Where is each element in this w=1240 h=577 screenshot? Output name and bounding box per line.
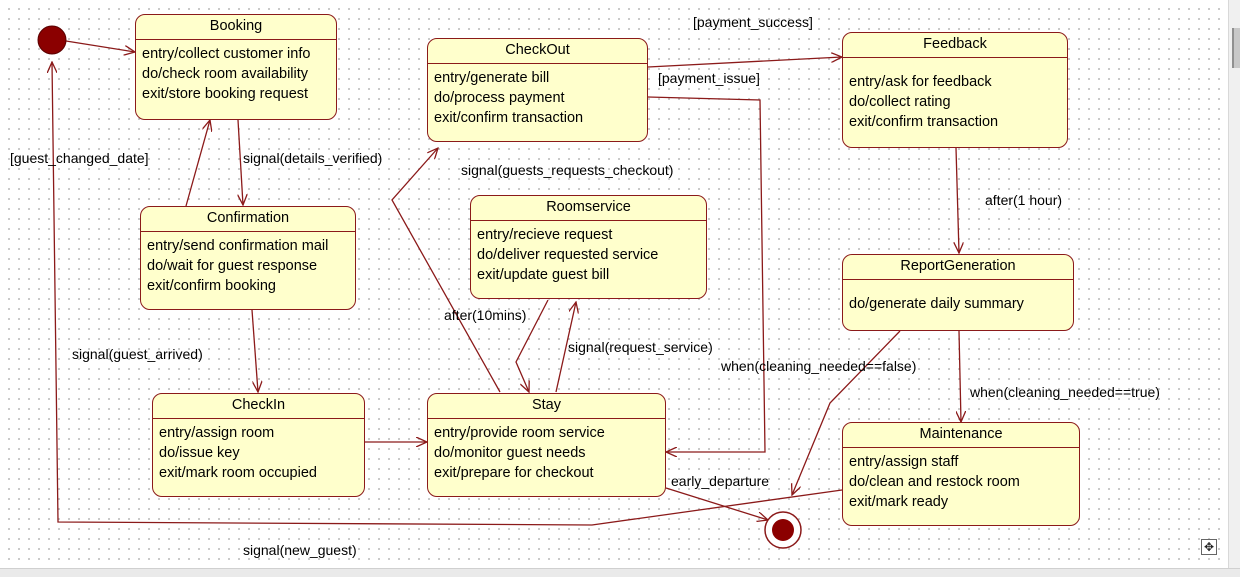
state-feedback[interactable]: Feedback entry/ask for feedback do/colle…	[842, 32, 1068, 148]
state-name: CheckIn	[153, 394, 364, 419]
vertical-scrollbar[interactable]	[1228, 0, 1240, 576]
state-activities: do/generate daily summary	[843, 280, 1073, 314]
state-activities: entry/assign room do/issue key exit/mark…	[153, 419, 364, 483]
move-icon[interactable]: ✥	[1201, 539, 1217, 555]
edge-stay-roomservice	[555, 302, 576, 393]
state-activities: entry/collect customer info do/check roo…	[136, 40, 336, 104]
label-guest-arrived[interactable]: signal(guest_arrived)	[72, 346, 203, 362]
activity: do/process payment	[434, 90, 565, 106]
label-request-service[interactable]: signal(request_service)	[568, 339, 713, 355]
label-guest-changed-date[interactable]: [guest_changed_date]	[10, 150, 149, 166]
state-activities: entry/provide room service do/monitor gu…	[428, 419, 665, 483]
activity: exit/mark room occupied	[159, 465, 317, 481]
label-after-10mins[interactable]: after(10mins)	[444, 307, 527, 323]
activity: entry/recieve request	[477, 227, 613, 243]
activity: exit/prepare for checkout	[434, 465, 594, 481]
label-cleaning-false[interactable]: when(cleaning_needed==false)	[721, 358, 917, 374]
label-payment-issue[interactable]: [payment_issue]	[658, 70, 760, 86]
edge-stay-final	[665, 487, 768, 520]
state-name: Booking	[136, 15, 336, 40]
edge-confirmation-booking	[185, 120, 210, 207]
label-details-verified[interactable]: signal(details_verified)	[243, 150, 383, 166]
state-maintenance[interactable]: Maintenance entry/assign staff do/clean …	[842, 422, 1080, 526]
edge-maintenance-initial	[52, 62, 843, 526]
label-payment-success[interactable]: [payment_success]	[693, 14, 813, 30]
activity: do/check room availability	[142, 66, 309, 82]
activity: entry/assign room	[159, 425, 275, 441]
activity: do/issue key	[159, 445, 240, 461]
edge-roomservice-stay	[515, 299, 549, 392]
horizontal-scrollbar[interactable]	[0, 568, 1240, 577]
scrollbar-thumb[interactable]	[1232, 28, 1240, 68]
label-guests-requests-checkout[interactable]: signal(guests_requests_checkout)	[461, 162, 674, 178]
edge-initial-booking	[65, 40, 135, 52]
state-activities: entry/send confirmation mail do/wait for…	[141, 232, 355, 296]
edge-checkout-feedback	[647, 57, 842, 68]
state-name: ReportGeneration	[843, 255, 1073, 280]
activity: exit/update guest bill	[477, 267, 610, 283]
activity: exit/confirm transaction	[434, 110, 584, 126]
activity: entry/ask for feedback	[849, 74, 992, 90]
activity: do/wait for guest response	[147, 258, 318, 274]
state-reportgeneration[interactable]: ReportGeneration do/generate daily summa…	[842, 254, 1074, 331]
edge-report-maintenance	[959, 330, 961, 422]
state-name: Stay	[428, 394, 665, 419]
activity: entry/collect customer info	[142, 46, 311, 62]
final-state-core	[772, 519, 794, 541]
label-new-guest[interactable]: signal(new_guest)	[243, 542, 357, 558]
state-name: Maintenance	[843, 423, 1079, 448]
label-early-departure[interactable]: early_departure	[671, 473, 770, 489]
state-activities: entry/recieve request do/deliver request…	[471, 221, 706, 285]
state-name: Confirmation	[141, 207, 355, 232]
label-cleaning-true[interactable]: when(cleaning_needed==true)	[970, 384, 1160, 400]
activity: do/collect rating	[849, 94, 951, 110]
state-confirmation[interactable]: Confirmation entry/send confirmation mai…	[140, 206, 356, 310]
activity: entry/send confirmation mail	[147, 238, 329, 254]
activity: do/clean and restock room	[849, 474, 1020, 490]
activity: do/generate daily summary	[849, 296, 1024, 312]
activity: entry/generate bill	[434, 70, 550, 86]
activity: entry/assign staff	[849, 454, 959, 470]
state-activities: entry/assign staff do/clean and restock …	[843, 448, 1079, 512]
initial-state	[37, 25, 67, 55]
state-stay[interactable]: Stay entry/provide room service do/monit…	[427, 393, 666, 497]
transition-edges	[37, 25, 1228, 549]
activity: do/deliver requested service	[477, 247, 659, 263]
state-checkin[interactable]: CheckIn entry/assign room do/issue key e…	[152, 393, 365, 497]
state-name: CheckOut	[428, 39, 647, 64]
activity: exit/confirm transaction	[849, 114, 999, 130]
edge-report-final	[792, 330, 901, 495]
state-name: Feedback	[843, 33, 1067, 58]
activity: exit/confirm booking	[147, 278, 276, 294]
edge-confirmation-checkin	[251, 309, 258, 392]
activity: do/monitor guest needs	[434, 445, 586, 461]
state-activities: entry/ask for feedback do/collect rating…	[843, 58, 1067, 132]
edge-checkout-stay	[647, 96, 766, 452]
activity: entry/provide room service	[434, 425, 605, 441]
edge-booking-confirmation	[237, 119, 243, 205]
state-name: Roomservice	[471, 196, 706, 221]
state-activities: entry/generate bill do/process payment e…	[428, 64, 647, 128]
activity: exit/store booking request	[142, 86, 309, 102]
state-checkout[interactable]: CheckOut entry/generate bill do/process …	[427, 38, 648, 142]
label-after-1-hour[interactable]: after(1 hour)	[985, 192, 1063, 208]
activity: exit/mark ready	[849, 494, 949, 510]
edge-stay-checkout	[391, 148, 501, 393]
state-roomservice[interactable]: Roomservice entry/recieve request do/del…	[470, 195, 707, 299]
edge-feedback-report	[956, 147, 959, 253]
state-booking[interactable]: Booking entry/collect customer info do/c…	[135, 14, 337, 120]
